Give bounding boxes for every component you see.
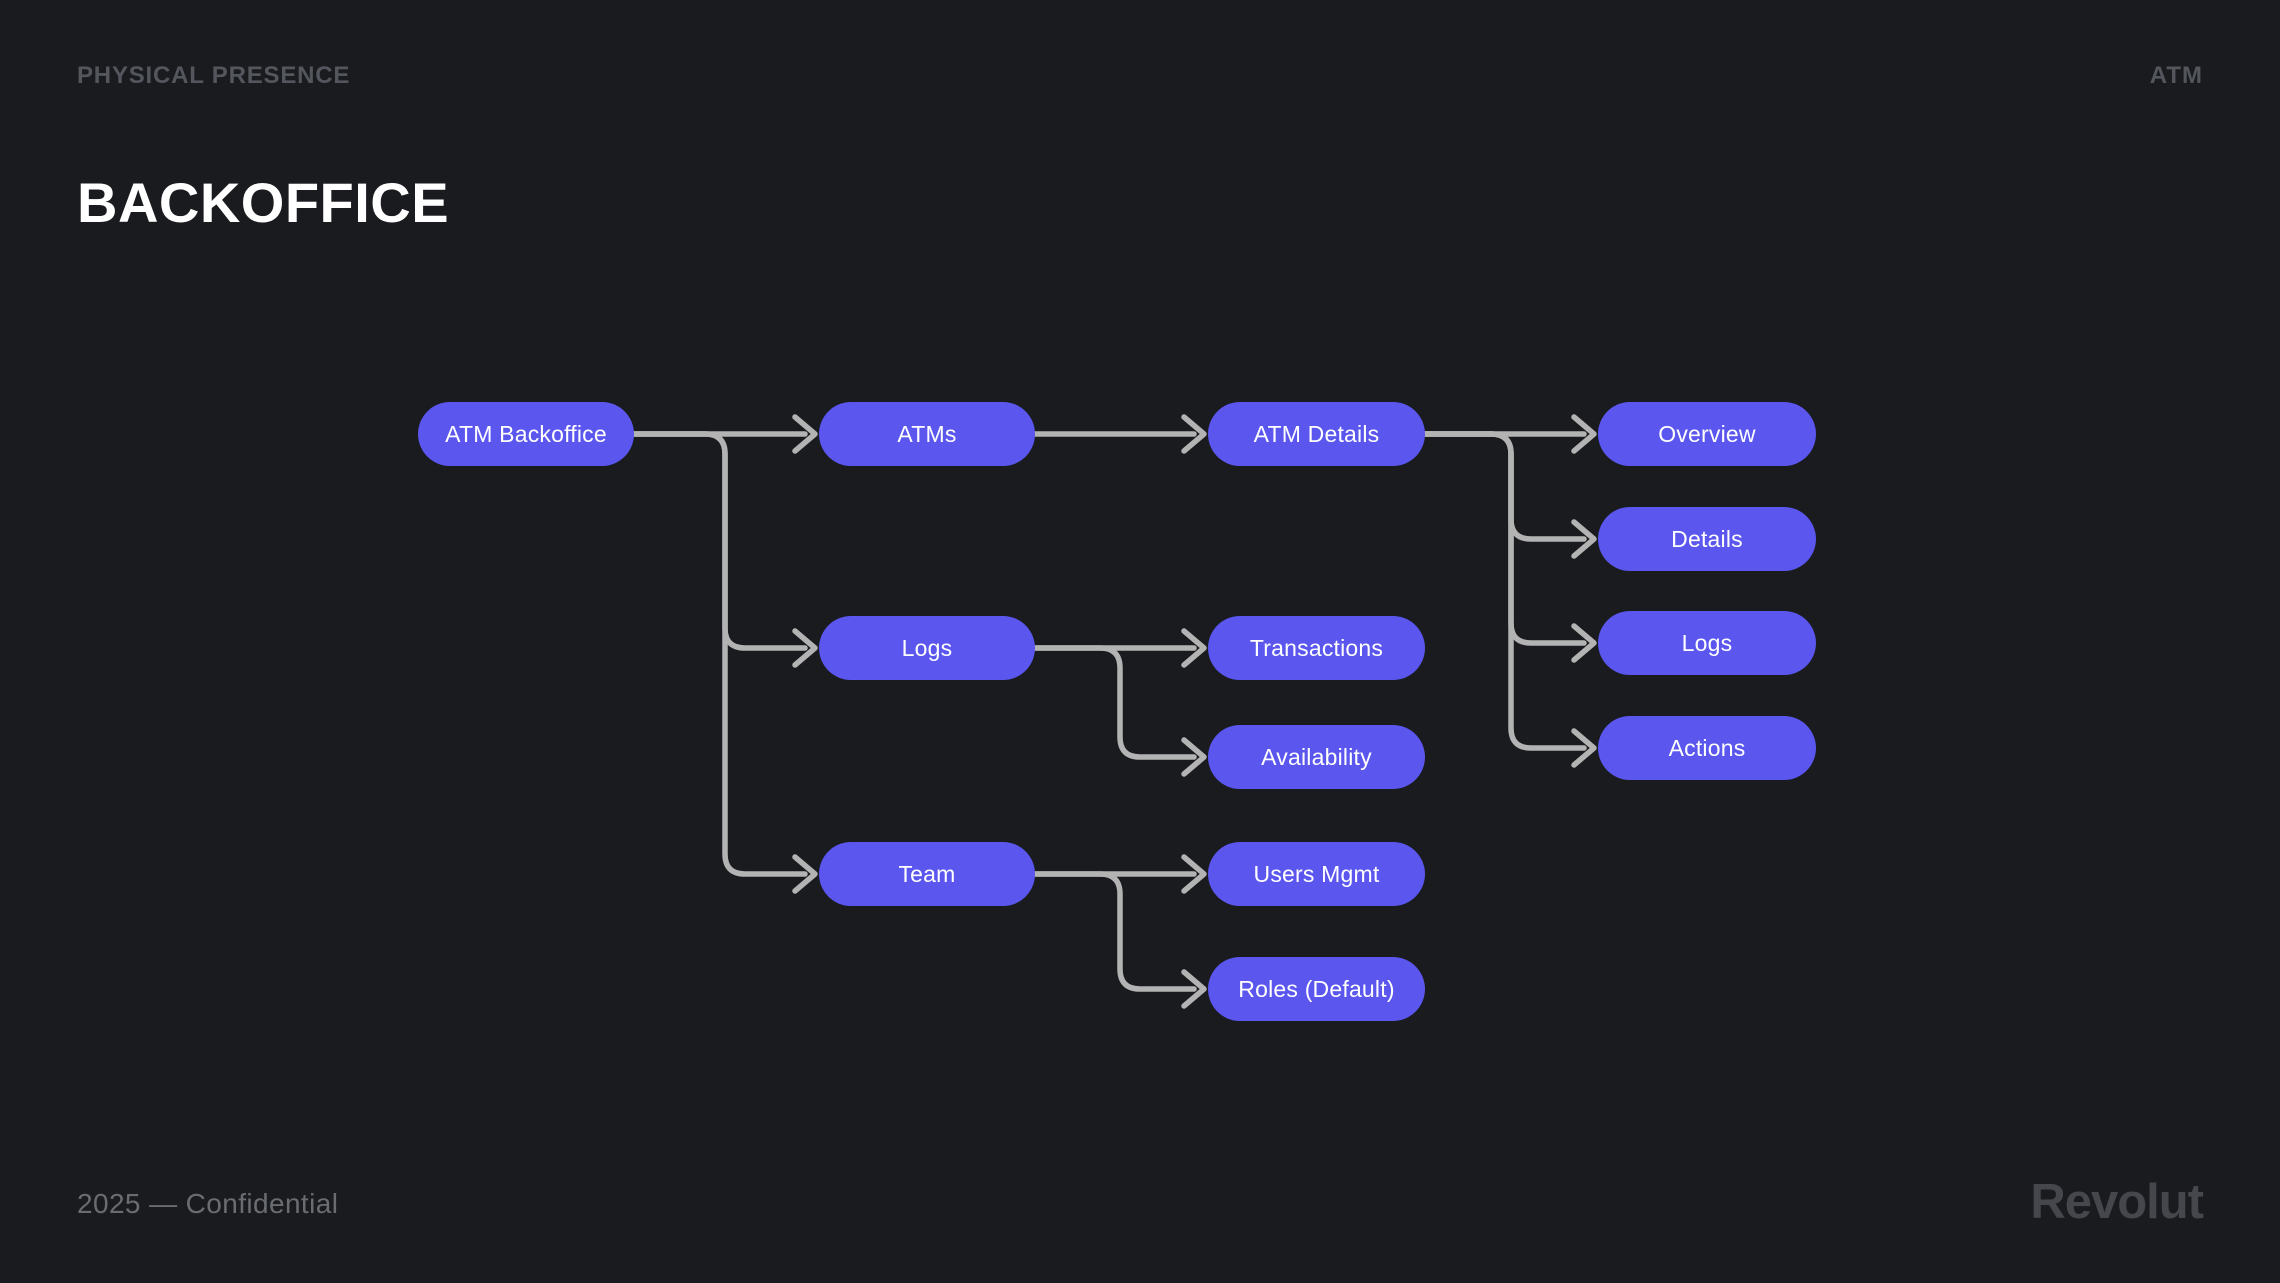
connector-line (1422, 431, 1587, 751)
diagram-node-users-mgmt: Users Mgmt (1208, 842, 1425, 906)
diagram-node-atm-backoffice: ATM Backoffice (418, 402, 634, 466)
diagram-node-actions: Actions (1598, 716, 1816, 780)
arrowhead (1571, 728, 1597, 768)
diagram-node-transactions: Transactions (1208, 616, 1425, 680)
diagram-node-label: ATM Backoffice (445, 420, 607, 447)
diagram-node-label: Users Mgmt (1253, 860, 1380, 887)
arrowhead (792, 854, 818, 894)
diagram-node-label: Roles (Default) (1238, 975, 1395, 1002)
corner-label: ATM (2149, 62, 2203, 89)
arrowhead (1571, 519, 1597, 559)
diagram-node-team: Team (819, 842, 1035, 906)
arrowhead (1181, 628, 1207, 668)
eyebrow-label: PHYSICAL PRESENCE (77, 62, 351, 89)
diagram-node-label: Availability (1261, 743, 1372, 770)
revolut-logo: Revolut (2030, 1175, 2204, 1229)
diagram-node-label: Logs (901, 634, 953, 661)
diagram-node-label: ATMs (897, 420, 957, 447)
diagram-node-roles-default: Roles (Default) (1208, 957, 1425, 1021)
diagram-node-availability: Availability (1208, 725, 1425, 789)
diagram-node-logs-detail: Logs (1598, 611, 1816, 675)
diagram-node-label: Details (1671, 525, 1743, 552)
arrowhead (1181, 737, 1207, 777)
footer-note: 2025 — Confidential (77, 1188, 339, 1219)
diagram-node-atms: ATMs (819, 402, 1035, 466)
diagram-node-label: Overview (1658, 420, 1756, 447)
diagram-node-label: Actions (1668, 734, 1746, 761)
arrowhead (1181, 414, 1207, 454)
diagram-node-details: Details (1598, 507, 1816, 571)
arrowhead (792, 414, 818, 454)
connector-line (631, 431, 808, 877)
arrowhead (792, 628, 818, 668)
page-title: BACKOFFICE (77, 171, 450, 234)
diagram-node-atm-details: ATM Details (1208, 402, 1425, 466)
diagram-node-label: Team (898, 860, 956, 887)
arrowhead (1571, 414, 1597, 454)
diagram-node-label: Logs (1681, 629, 1733, 656)
diagram-node-logs: Logs (819, 616, 1035, 680)
arrowhead (1571, 623, 1597, 663)
arrowhead (1181, 854, 1207, 894)
diagram-node-label: Transactions (1249, 634, 1384, 661)
connector-line (1422, 431, 1587, 646)
connector-line (1032, 645, 1197, 760)
connector-line (1032, 871, 1197, 992)
connector-line (1422, 431, 1587, 542)
arrowhead (1181, 969, 1207, 1009)
connector-line (631, 431, 808, 651)
diagram-node-label: ATM Details (1253, 420, 1380, 447)
diagram-node-overview: Overview (1598, 402, 1816, 466)
